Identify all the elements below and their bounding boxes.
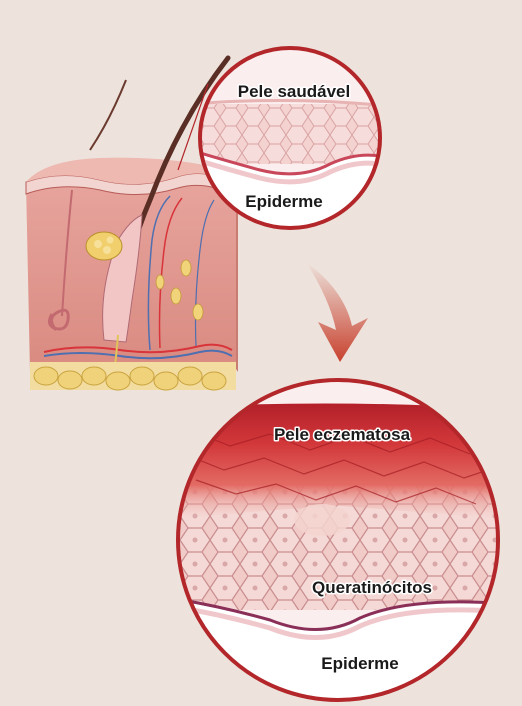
- skin-cross-section: [25, 55, 238, 391]
- keratinocytes-label: Queratinócitos: [312, 578, 432, 597]
- healthy-skin-label: Pele saudável: [238, 82, 350, 101]
- connector-line: [177, 83, 209, 171]
- eczema-epidermis-label: Epiderme: [321, 654, 398, 673]
- transition-arrow: [306, 262, 368, 362]
- eczema-skin-circle: [176, 378, 500, 702]
- eczema-skin-label: Pele eczematosa: [274, 425, 411, 444]
- healthy-epidermis-label: Epiderme: [245, 192, 322, 211]
